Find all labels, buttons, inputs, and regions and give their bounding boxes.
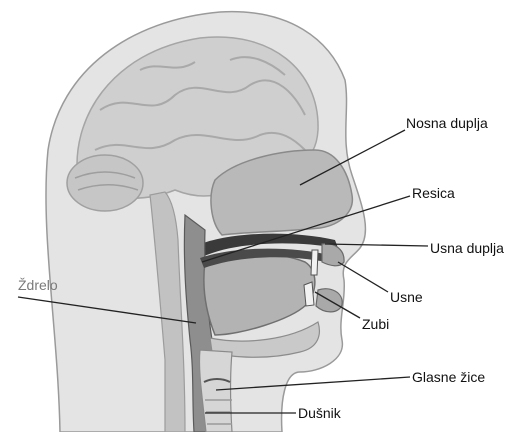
- cerebellum: [67, 155, 143, 211]
- label-teeth: Zubi: [362, 316, 389, 332]
- label-uvula: Resica: [412, 185, 455, 201]
- label-vocal-cords: Glasne žice: [412, 369, 485, 385]
- lower-teeth: [304, 282, 314, 306]
- label-lips: Usne: [390, 289, 423, 305]
- upper-teeth: [311, 250, 318, 275]
- label-trachea: Dušnik: [298, 405, 342, 421]
- label-pharynx: Ždrelo: [18, 277, 58, 293]
- larynx: [199, 350, 232, 432]
- leader-lips: [338, 262, 388, 292]
- label-nasal-cavity: Nosna duplja: [406, 115, 488, 131]
- label-oral-cavity: Usna duplja: [430, 240, 504, 256]
